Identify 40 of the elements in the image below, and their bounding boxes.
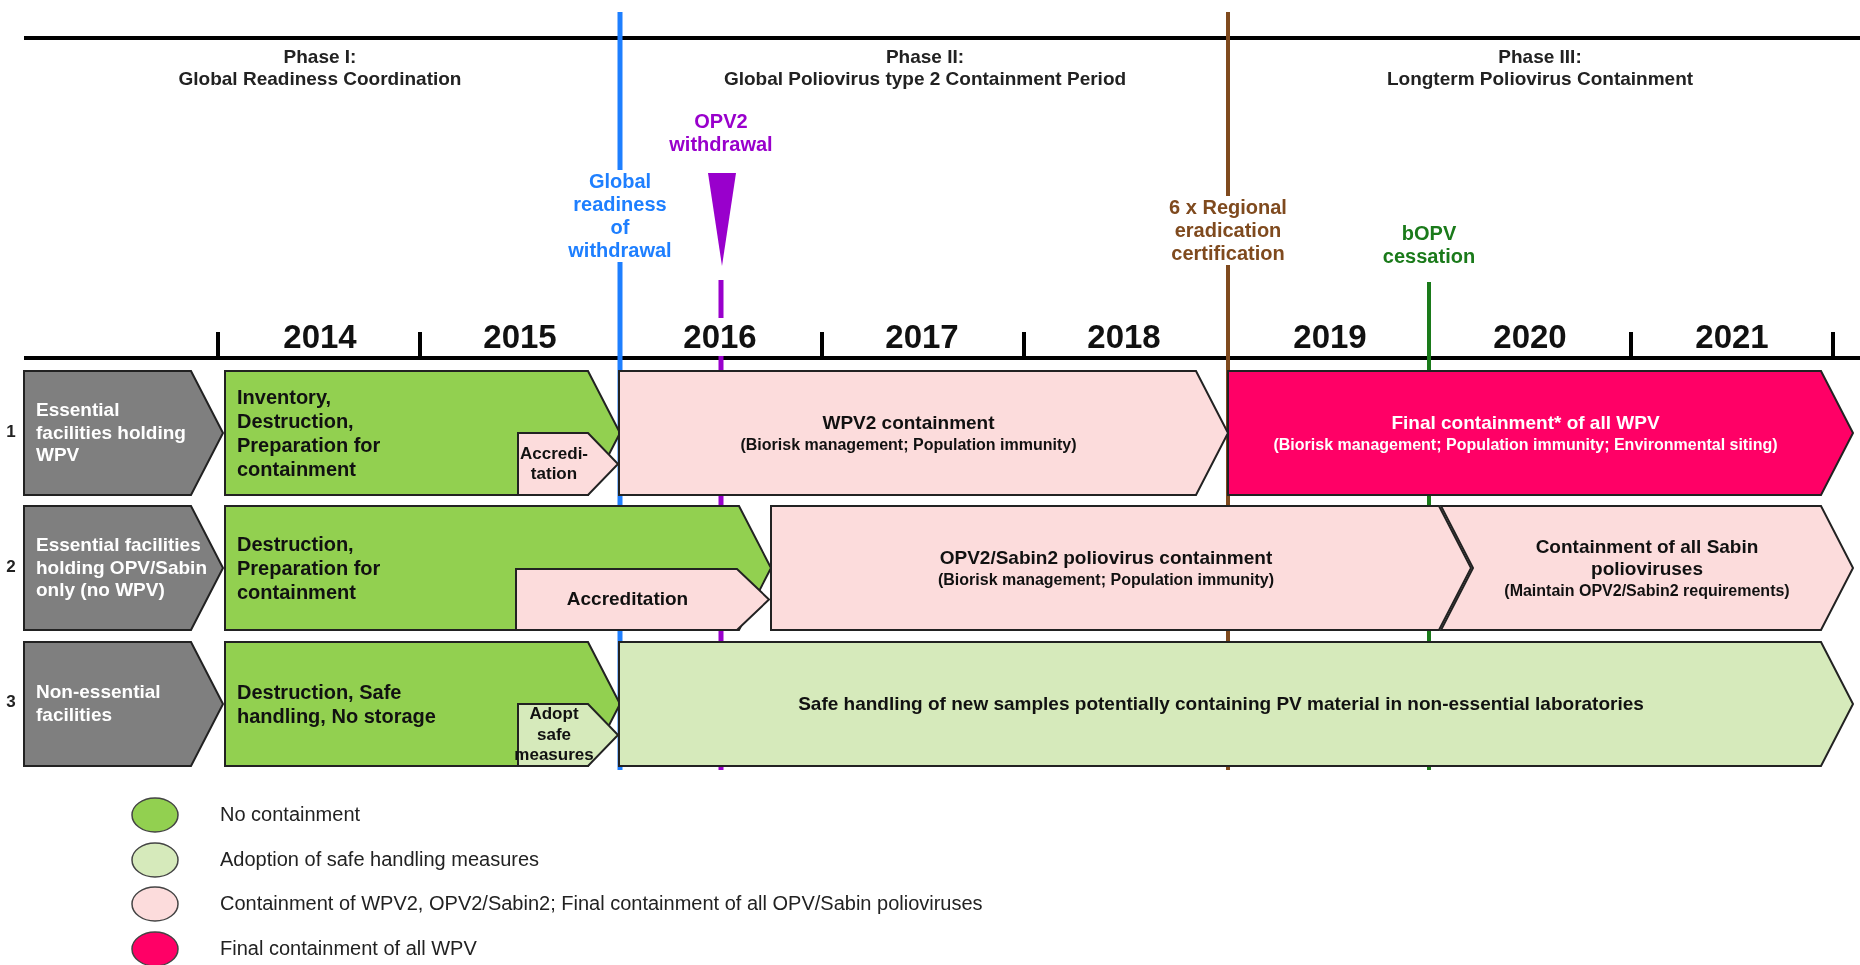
row-heading-block	[24, 371, 223, 495]
stage-text: Essential facilities holding WPV	[36, 398, 187, 468]
stage-note: (Biorisk management; Population immunity)	[740, 434, 1077, 454]
phase-heading: Phase I:	[282, 46, 358, 68]
stage-block	[516, 569, 769, 630]
stage-text: OPV2/Sabin2 poliovirus containment	[939, 547, 1273, 570]
row-number: 1	[5, 422, 17, 442]
stage-block	[518, 433, 618, 495]
stage-text: Accredi- tation	[520, 443, 588, 485]
stage-text: Non-essential facilities	[36, 681, 162, 727]
stage-text: Final containment* of all WPV	[1391, 412, 1660, 435]
legend-text: Adoption of safe handling measures	[220, 847, 540, 871]
phase-title: Global Readiness Coordination	[177, 68, 463, 90]
stage-block	[225, 642, 620, 766]
stage-text: Destruction, Preparation for containment	[237, 532, 382, 604]
stage-text: Accreditation	[566, 588, 689, 611]
row-heading-block	[24, 506, 223, 630]
legend-text: Containment of WPV2, OPV2/Sabin2; Final containment of all OPV/Sabin polioviruses	[220, 892, 983, 915]
row-number: 2	[5, 557, 17, 577]
stage-block	[1228, 371, 1853, 495]
stage-note: (Biorisk management; Population immunity; Environmental siting)	[1273, 434, 1778, 454]
stage-note: (Maintain OPV2/Sabin2 requirements)	[1504, 581, 1790, 601]
stage-text: Destruction, Safe handling, No storage	[237, 680, 437, 728]
legend-text: Final containment of all WPV	[220, 936, 477, 960]
phase-heading: Phase III:	[1497, 46, 1583, 68]
row-number: 3	[5, 692, 17, 712]
stage-block	[225, 371, 620, 495]
stage-block	[225, 506, 771, 630]
stage-text: WPV2 containment	[822, 412, 995, 435]
stage-text: Containment of all Sabin polioviruses	[1534, 535, 1760, 582]
row-heading-block	[24, 642, 223, 766]
stage-text: Essential facilities holding OPV/Sabin only (no WPV)	[36, 533, 208, 603]
phase-title: Longterm Poliovirus Containment	[1385, 68, 1695, 90]
phase-heading: Phase II:	[884, 46, 966, 68]
stage-block	[1441, 506, 1853, 630]
legend-text: No containment	[220, 803, 361, 826]
stage-note: (Biorisk management; Population immunity)	[938, 569, 1274, 589]
phase-title: Global Poliovirus type 2 Containment Period	[722, 68, 1128, 90]
stage-text: Inventory, Destruction, Preparation for containment	[237, 385, 382, 481]
stage-text: Safe handling of new samples potentially containing PV material in non-essential laboratories	[798, 692, 1644, 716]
